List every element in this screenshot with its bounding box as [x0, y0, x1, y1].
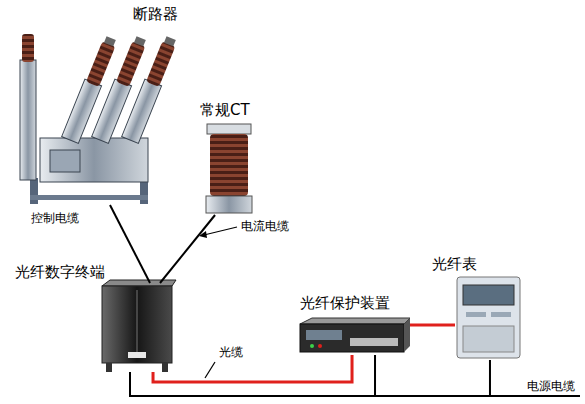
breaker-insulator [22, 34, 34, 62]
device-front [300, 324, 404, 352]
ct-illustration [206, 124, 252, 213]
meter-button [466, 312, 486, 317]
device-node: 光纤数字终端 [100, 283, 175, 372]
ct-base [206, 196, 252, 213]
leader-line [204, 227, 237, 235]
device-heading: 断路器 [133, 4, 178, 24]
pole-insulator [146, 41, 175, 87]
breaker-leg [30, 178, 38, 204]
fiber-meter [457, 277, 520, 358]
protection-device [300, 318, 410, 352]
breaker-mechanism [40, 138, 148, 182]
device-heading: 光纤表 [432, 254, 477, 274]
device-top [300, 318, 410, 324]
cable-line [110, 205, 150, 283]
device-side [404, 318, 410, 352]
leader-line [205, 362, 215, 378]
cable-label: 控制电缆 [30, 211, 80, 226]
meter-screen [463, 285, 514, 305]
breaker-pole [122, 35, 180, 144]
cabinet-door [137, 290, 138, 358]
cabinet-body [102, 286, 172, 363]
device-node: 光纤表 [455, 275, 522, 360]
cable-label: 电流电缆 [240, 219, 290, 234]
device-node: 常规CT [200, 122, 258, 215]
pole-cap [134, 36, 146, 46]
pole-cap [164, 36, 176, 46]
cable-line [130, 355, 375, 396]
meter-body [457, 277, 520, 358]
power-cable [490, 395, 580, 397]
breaker-illustration [20, 34, 180, 204]
fiber-cable-line [410, 323, 455, 326]
cable-line [160, 215, 215, 283]
device-led [318, 344, 322, 348]
ct-cap [207, 124, 251, 134]
device-node: 光纤保护装置 [300, 318, 410, 355]
terminal-cabinet [102, 280, 176, 372]
cable-label: 光缆 [218, 345, 244, 360]
pole-insulator [116, 41, 145, 87]
device-heading: 光纤保护装置 [300, 293, 390, 313]
cable-label: 电源电缆 [526, 379, 576, 394]
device-heading: 光纤数字终端 [15, 262, 105, 282]
pole-insulator [86, 41, 115, 87]
cabinet-leg [106, 363, 112, 372]
device-display [306, 330, 342, 340]
pole-cap [104, 36, 116, 46]
breaker-frame [30, 195, 148, 200]
meter-button [491, 312, 511, 317]
cabinet-roof [102, 280, 176, 286]
breaker-column [20, 60, 36, 180]
cabinet-plate [128, 352, 146, 358]
fiber-cable-line [153, 355, 352, 382]
pole-body [122, 79, 162, 143]
device-terminals [350, 338, 398, 346]
breaker-panel [50, 150, 80, 172]
meter-terminal-cover [463, 326, 514, 352]
device-led [310, 344, 314, 348]
device-heading: 常规CT [200, 100, 250, 120]
device-node: 断路器 [10, 28, 175, 205]
cabinet-leg [162, 363, 168, 372]
ct-insulator [210, 134, 248, 196]
cable-line [130, 360, 490, 396]
